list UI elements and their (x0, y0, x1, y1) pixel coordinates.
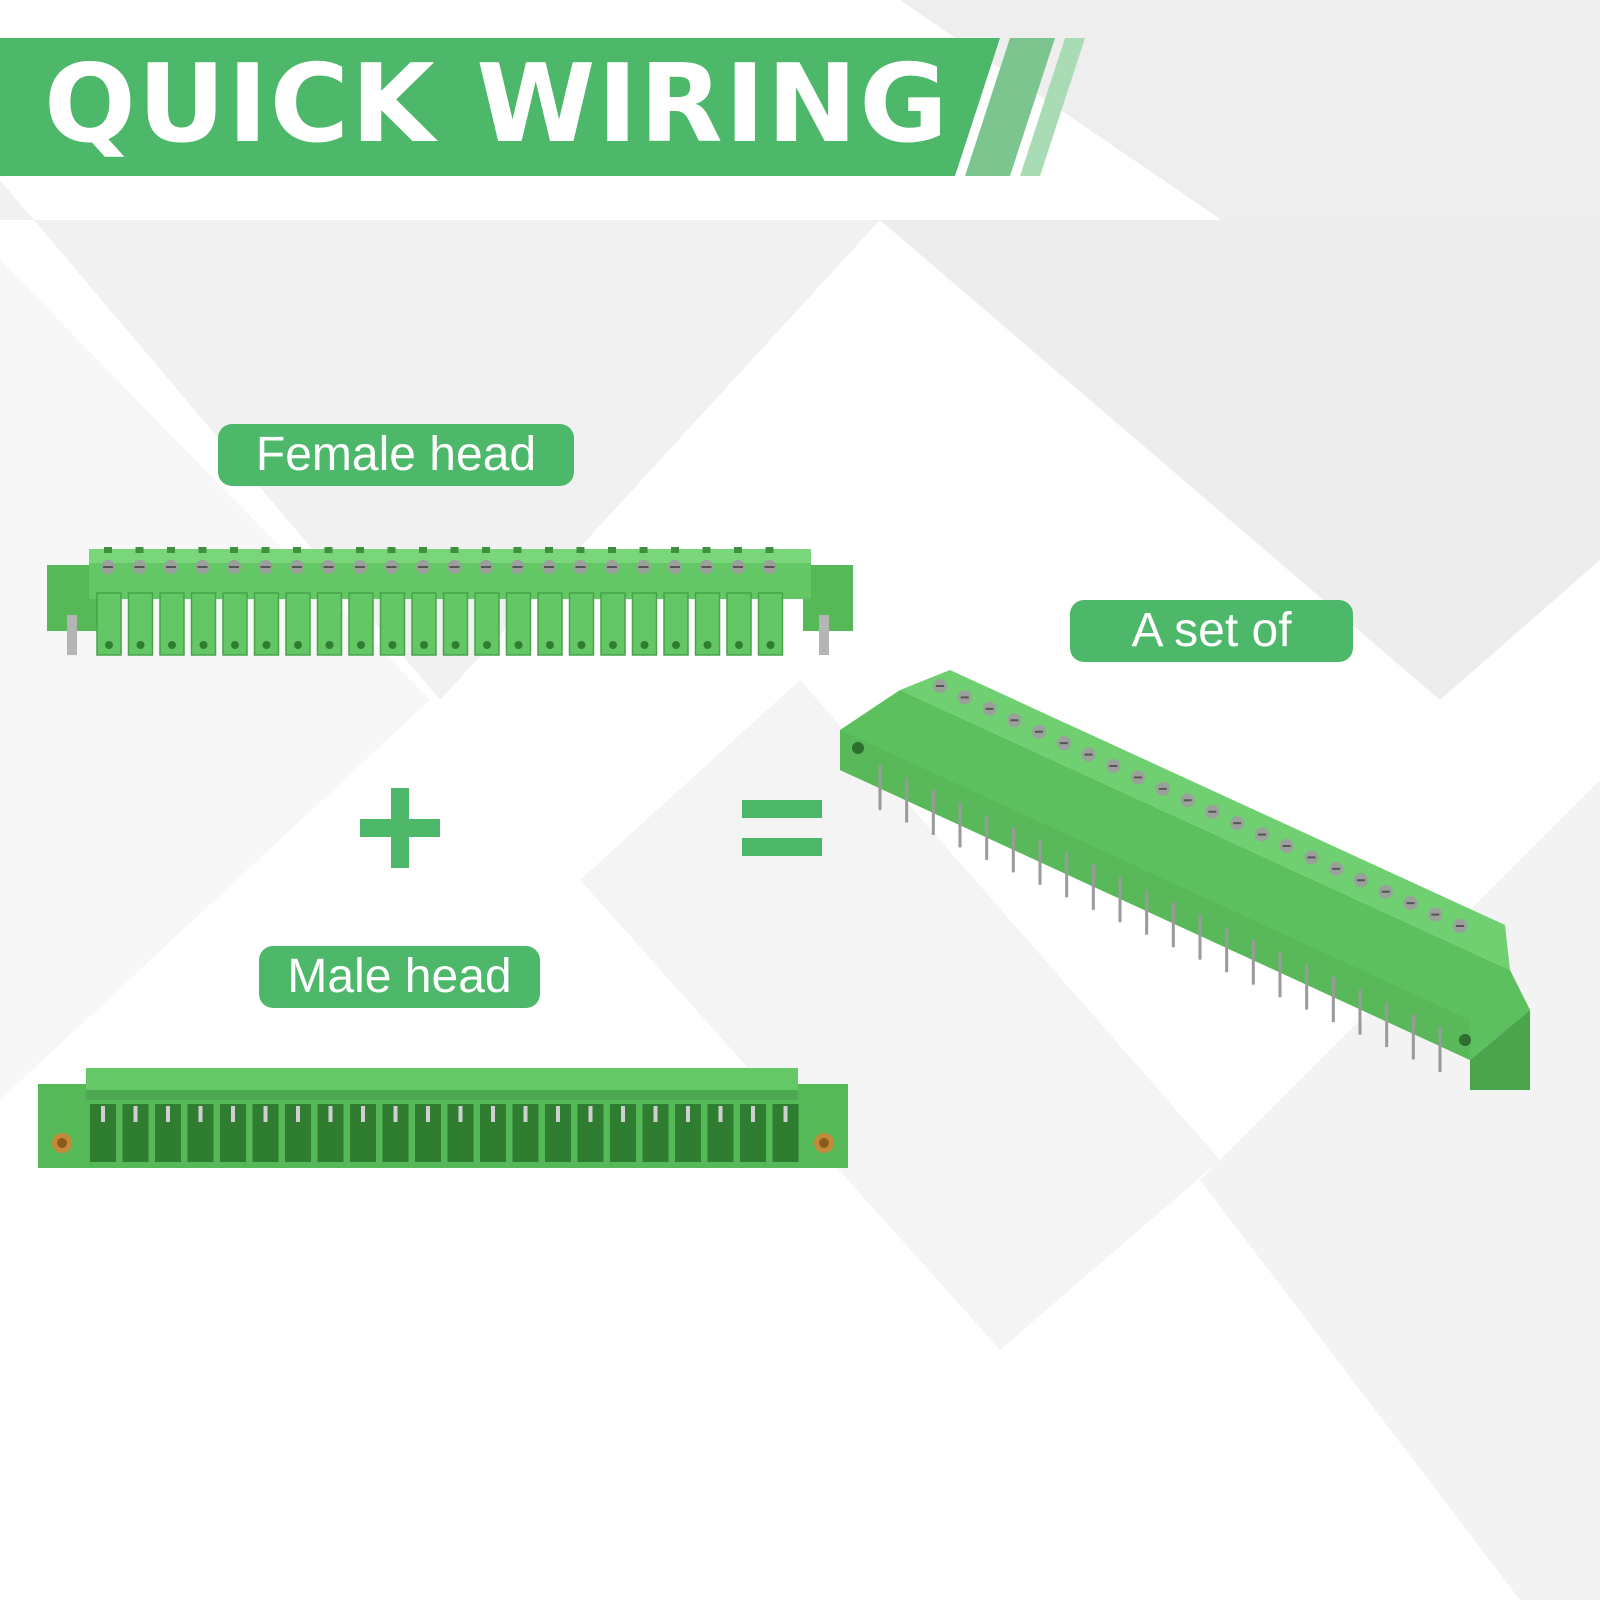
assembled-cell (905, 690, 972, 823)
plus-icon (360, 788, 440, 868)
title-banner (0, 38, 1085, 176)
male-pin-cell (740, 1104, 766, 1162)
assembled-cell (1358, 884, 1393, 1035)
male-pin-header-icon (38, 1068, 848, 1168)
female-terminal-cell (505, 547, 532, 656)
male-pin-cell (675, 1104, 701, 1162)
assembled-cell (1065, 759, 1121, 898)
male-pin-cell (480, 1104, 506, 1162)
female-terminal-cell (253, 547, 280, 656)
male-pin-cell (155, 1104, 181, 1162)
female-terminal-cell (726, 547, 752, 656)
assembled-cell (958, 713, 1022, 848)
assembled-cell (931, 701, 997, 835)
assembled-cell (878, 679, 947, 810)
assembled-cell (1385, 896, 1418, 1048)
assembled-cell (1251, 839, 1294, 985)
male-pin-cell (447, 1104, 474, 1162)
female-terminal-cell (285, 547, 311, 656)
male-pin-cell (512, 1104, 539, 1162)
male-pin-cell (90, 1104, 116, 1162)
female-terminal-cell (474, 547, 500, 656)
page-title: QUICK WIRING (44, 42, 950, 167)
set-of-label: A set of (1070, 600, 1353, 662)
female-terminal-cell (694, 547, 721, 656)
assembled-cell (1411, 907, 1443, 1060)
male-pin-cell (610, 1104, 636, 1162)
male-pin-cell (577, 1104, 604, 1162)
male-pin-cell (285, 1104, 311, 1162)
female-terminal-cell (568, 547, 595, 656)
male-pin-cell (122, 1104, 149, 1162)
female-terminal-cell (127, 547, 154, 656)
male-pin-cell (317, 1104, 344, 1162)
assembled-cell (1331, 873, 1368, 1023)
female-terminal-cell (316, 547, 343, 656)
male-head-label: Male head (259, 946, 540, 1008)
female-terminal-cell (411, 547, 437, 656)
female-terminal-cell (190, 547, 217, 656)
assembled-cell (1011, 736, 1071, 873)
assembled-cell (1198, 816, 1245, 960)
assembled-cell (1091, 770, 1146, 910)
female-terminal-cell (348, 547, 374, 656)
female-terminal-cell (537, 547, 563, 656)
female-terminal-cell (222, 547, 248, 656)
female-terminal-cell (159, 547, 185, 656)
assembled-cell (1438, 919, 1467, 1072)
assembled-cell (1038, 747, 1096, 885)
male-pin-cell (545, 1104, 571, 1162)
male-pin-cell (382, 1104, 409, 1162)
female-terminal-block-icon (47, 547, 853, 656)
assembled-cell (1118, 781, 1170, 923)
female-terminal-cell (442, 547, 469, 656)
male-pin-cell (642, 1104, 669, 1162)
male-pin-cell (187, 1104, 214, 1162)
assembled-cell (985, 724, 1047, 860)
male-pin-cell (415, 1104, 441, 1162)
male-pin-cell (772, 1104, 799, 1162)
female-terminal-cell (757, 547, 784, 656)
equals-icon (742, 800, 822, 856)
male-pin-cell (707, 1104, 734, 1162)
female-head-label: Female head (218, 424, 574, 486)
assembled-cell (1278, 850, 1319, 998)
assembled-terminal-block-icon (840, 670, 1530, 1090)
female-terminal-cell (631, 547, 658, 656)
male-pin-cell (220, 1104, 246, 1162)
female-terminal-cell (600, 547, 626, 656)
assembled-cell (1305, 861, 1344, 1010)
female-terminal-cell (663, 547, 689, 656)
assembled-cell (1225, 827, 1269, 973)
female-terminal-cell (379, 547, 406, 656)
assembled-cell (1171, 804, 1220, 948)
assembled-cell (1145, 793, 1195, 935)
male-pin-cell (252, 1104, 279, 1162)
male-pin-cell (350, 1104, 376, 1162)
female-terminal-cell (96, 547, 122, 656)
